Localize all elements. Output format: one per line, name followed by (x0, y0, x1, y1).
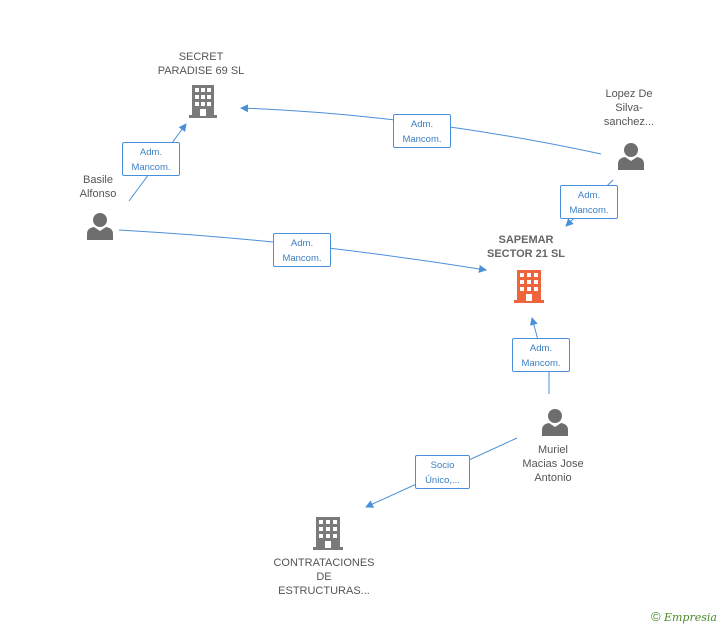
basile-person-icon (87, 213, 113, 240)
edge-label-muriel-contrataciones[interactable]: Socio Único,... (415, 455, 470, 489)
muriel-person-icon (542, 409, 568, 436)
edge-label-muriel-sapemar[interactable]: Adm. Mancom. (512, 338, 570, 372)
contrataciones-label[interactable]: CONTRATACIONES DE ESTRUCTURAS... (273, 557, 375, 597)
edge-label-basile-secret[interactable]: Adm. Mancom. (122, 142, 180, 176)
edge-label-basile-sapemar[interactable]: Adm. Mancom. (273, 233, 331, 267)
basile-label[interactable]: Basile Alfonso (79, 174, 117, 200)
contrataciones-building-icon (313, 517, 343, 550)
secret-paradise-building-icon (189, 85, 217, 118)
muriel-label[interactable]: Muriel Macias Jose Antonio (522, 444, 584, 484)
lopez-label[interactable]: Lopez De Silva- sanchez... (603, 88, 655, 128)
sapemar-building-icon (514, 270, 544, 303)
lopez-person-icon (618, 143, 644, 170)
footer-brand: © Empresia (651, 609, 717, 624)
sapemar-label[interactable]: SAPEMAR SECTOR 21 SL (486, 234, 566, 260)
edge-label-lopez-sapemar[interactable]: Adm. Mancom. (560, 185, 618, 219)
empresia-logo: Empresia (663, 611, 717, 624)
secret-paradise-label[interactable]: SECRET PARADISE 69 SL (157, 51, 245, 77)
copyright-symbol: © (651, 609, 661, 624)
edge-label-lopez-secret[interactable]: Adm. Mancom. (393, 114, 451, 148)
